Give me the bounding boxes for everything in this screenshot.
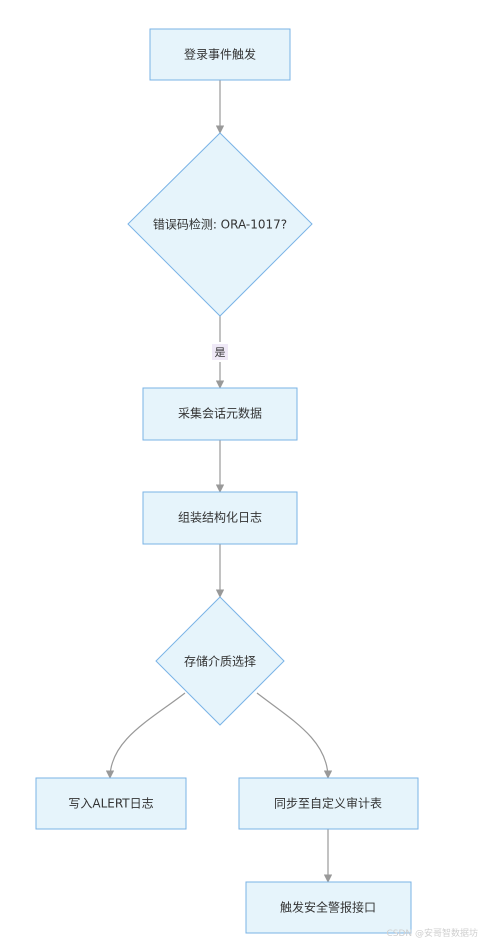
node-assemble-log-label: 组装结构化日志 (178, 510, 262, 525)
node-sync-audit-label: 同步至自定义审计表 (274, 796, 382, 811)
edge-label-yes: 是 (212, 344, 228, 360)
node-assemble-log: 组装结构化日志 (142, 491, 298, 545)
node-trigger-alarm: 触发安全警报接口 (245, 881, 412, 934)
node-trigger-alarm-label: 触发安全警报接口 (280, 900, 376, 915)
node-storage-select-label: 存储介质选择 (184, 654, 256, 669)
edge-storage-to-alert (105, 692, 186, 779)
node-sync-audit: 同步至自定义审计表 (238, 777, 419, 830)
node-login-trigger-label: 登录事件触发 (184, 47, 256, 62)
node-write-alert-label: 写入ALERT日志 (68, 797, 153, 811)
node-error-check: 错误码检测: ORA-1017? (127, 132, 313, 317)
node-collect-session-label: 采集会话元数据 (178, 406, 262, 421)
watermark: CSDN @安哥智数据坊 (386, 929, 478, 939)
edge-storage-to-audit (256, 692, 333, 779)
node-login-trigger: 登录事件触发 (149, 28, 291, 81)
node-write-alert: 写入ALERT日志 (35, 777, 187, 830)
node-error-check-label: 错误码检测: ORA-1017? (153, 217, 287, 232)
node-storage-select: 存储介质选择 (155, 596, 285, 726)
node-collect-session: 采集会话元数据 (142, 387, 298, 441)
edge-label-yes-text: 是 (215, 346, 226, 359)
